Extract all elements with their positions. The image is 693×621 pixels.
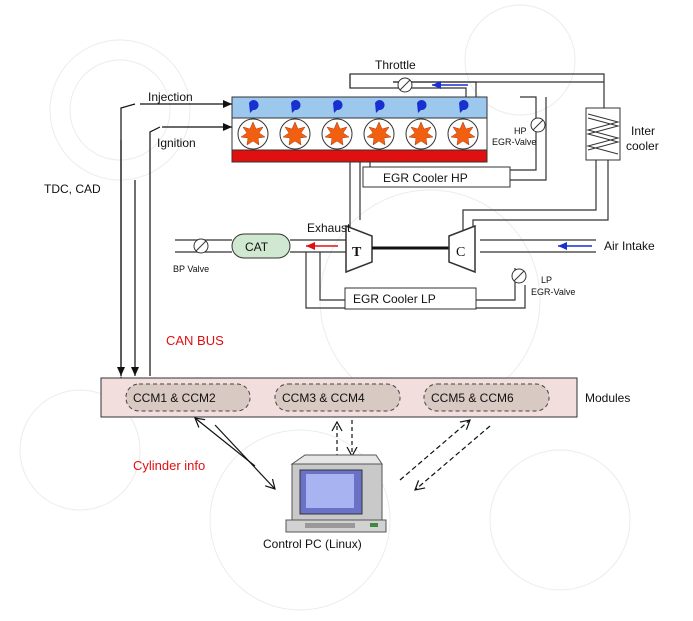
compressor bbox=[448, 224, 476, 274]
signal-lines bbox=[117, 100, 232, 385]
lp-egr-valve bbox=[511, 268, 527, 284]
tdc-cad-label: TDC, CAD bbox=[44, 182, 101, 196]
intercooler-label-line1: Inter bbox=[631, 124, 655, 138]
combustion-bursts bbox=[240, 121, 476, 146]
throttle-valve bbox=[397, 77, 413, 93]
exhaust-label: Exhaust bbox=[307, 221, 351, 235]
egr-cooler-lp-label: EGR Cooler LP bbox=[353, 292, 436, 306]
turbine-label: T bbox=[352, 245, 362, 260]
bp-valve bbox=[193, 238, 209, 254]
egr-cooler-hp-label: EGR Cooler HP bbox=[383, 171, 468, 185]
module-ccm34 bbox=[274, 383, 401, 412]
module-ccm12 bbox=[125, 383, 251, 412]
injection-label: Injection bbox=[148, 90, 193, 104]
ccm12-label: CCM1 & CCM2 bbox=[133, 391, 216, 405]
control-pc-label: Control PC (Linux) bbox=[263, 537, 362, 551]
background-decoration bbox=[19, 4, 631, 611]
computer-icon bbox=[285, 454, 387, 533]
compressor-label: C bbox=[456, 245, 465, 260]
injector-icons bbox=[249, 100, 469, 113]
cylinder-info-label: Cylinder info bbox=[133, 458, 205, 473]
throttle-label: Throttle bbox=[375, 58, 416, 72]
exhaust-piping bbox=[175, 162, 596, 309]
can-bus-label: CAN BUS bbox=[166, 333, 224, 348]
air-intake-label: Air Intake bbox=[604, 239, 655, 253]
intercooler-label-line2: cooler bbox=[626, 139, 659, 153]
egr-cooler-hp bbox=[362, 166, 511, 188]
modules-label: Modules bbox=[585, 391, 630, 405]
pc-link-arrows bbox=[194, 417, 491, 491]
hp-egr-piping bbox=[359, 96, 547, 220]
ignition-label: Ignition bbox=[157, 136, 196, 150]
lp-egr-valve-label-line2: EGR-Valve bbox=[531, 287, 575, 297]
ccm56-label: CCM5 & CCM6 bbox=[431, 391, 514, 405]
hp-egr-valve bbox=[530, 117, 546, 133]
hp-egr-valve-label-line1: HP bbox=[514, 126, 527, 136]
turbine bbox=[345, 224, 373, 274]
intercooler bbox=[585, 107, 621, 161]
catalyst bbox=[231, 233, 291, 259]
lp-egr-valve-label-line1: LP bbox=[541, 275, 552, 285]
ccm34-label: CCM3 & CCM4 bbox=[282, 391, 365, 405]
bp-valve-label: BP Valve bbox=[173, 264, 209, 274]
engine-block bbox=[231, 96, 488, 163]
cat-label: CAT bbox=[245, 240, 269, 254]
module-ccm56 bbox=[423, 383, 550, 412]
hp-egr-valve-label-line2: EGR-Valve bbox=[492, 137, 536, 147]
egr-cooler-lp bbox=[344, 287, 477, 310]
